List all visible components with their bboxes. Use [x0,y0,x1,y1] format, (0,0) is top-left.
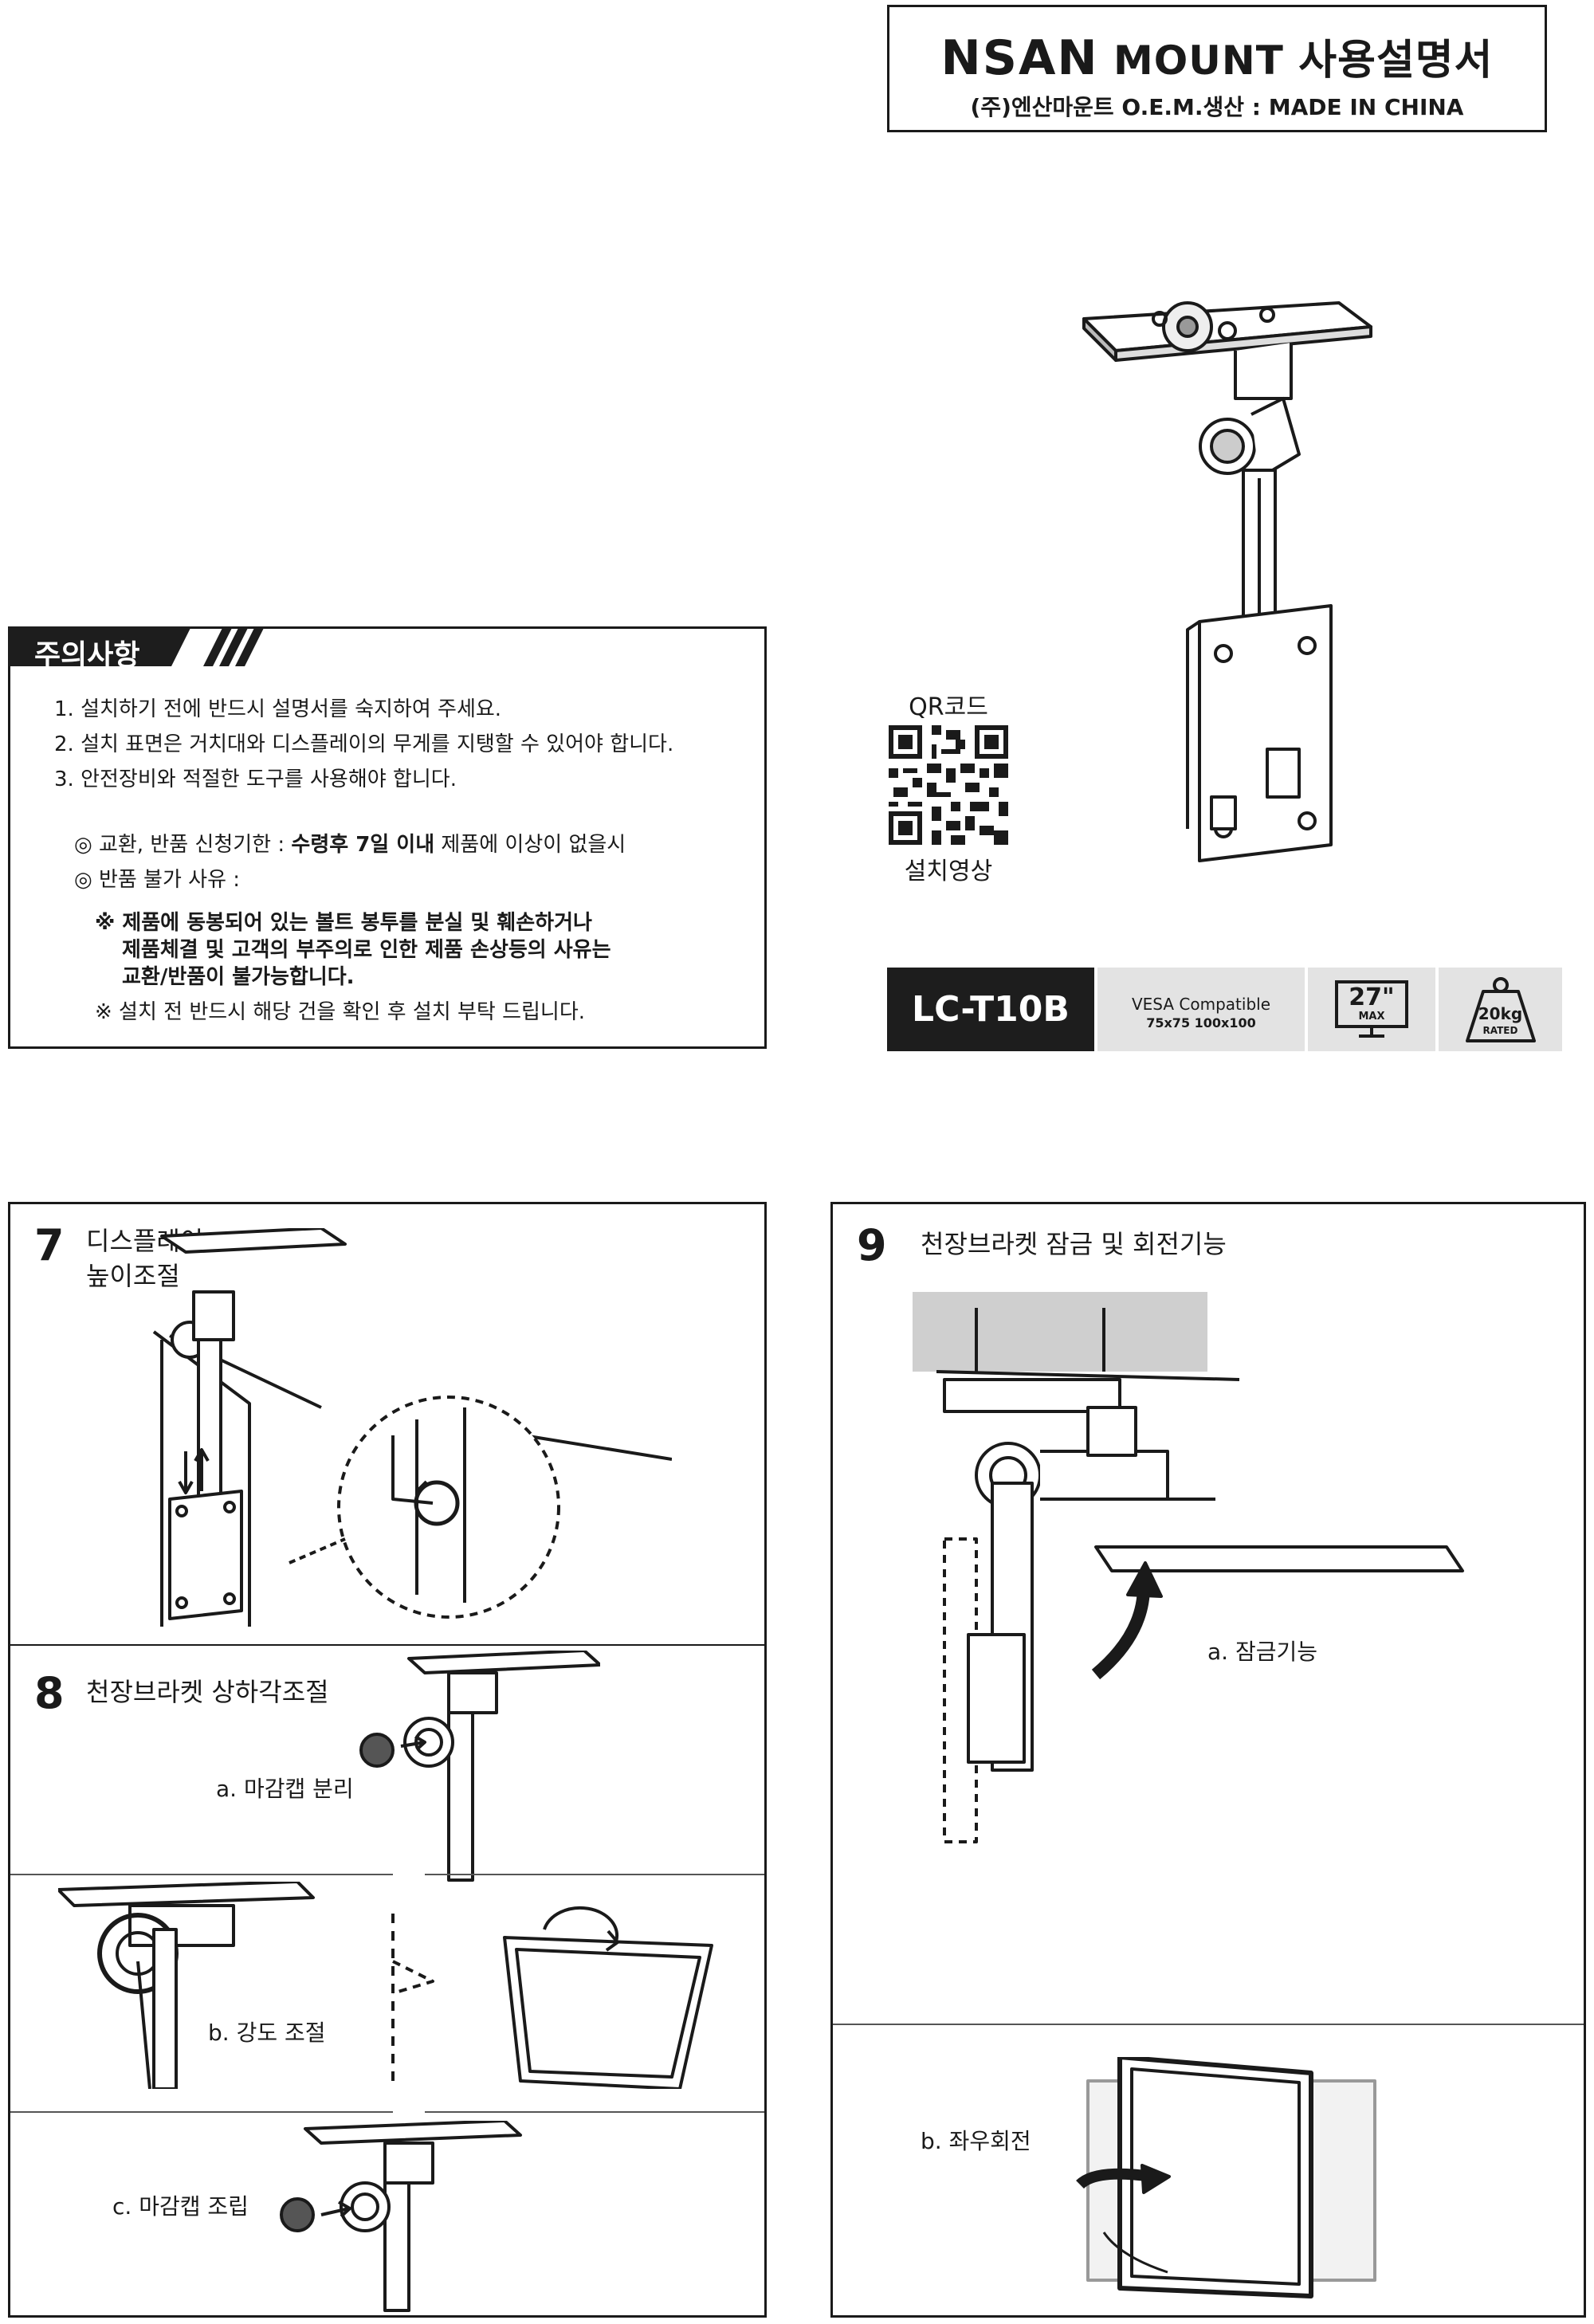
no-return-note-line: ※ 제품에 동봉되어 있는 볼트 봉투를 분실 및 훼손하거나 [95,911,592,935]
weight-label: RATED [1482,1025,1518,1036]
brand-word: MOUNT [1113,37,1284,84]
divider [10,1644,764,1646]
step-8a-label: a. 마감캡 분리 [216,1776,354,1802]
vesa-sizes: 75x75 100x100 [1146,1015,1256,1030]
divider [425,2111,764,2113]
weight-value: 20kg [1478,1004,1523,1023]
header-box: NSAN MOUNT 사용설명서 (주)엔산마운트 O.E.M.생산 : MAD… [887,5,1547,132]
step-7-title-line: 높이조절 [86,1261,180,1291]
step-9b-illustration [1076,2057,1376,2298]
qr-code-icon [889,725,1008,845]
caution-box: 주의사항 1. 설치하기 전에 반드시 설명서를 숙지하여 주세요. 2. 설치… [8,626,767,1049]
step-8b-illustration [58,1882,713,2089]
brand-title: NSAN MOUNT 사용설명서 [889,26,1545,86]
caution-item: 2. 설치 표면은 거치대와 디스플레이의 무게를 지탱할 수 있어야 합니다. [54,732,674,756]
caution-tab [8,626,265,666]
product-illustration [1082,301,1372,862]
model-label: LC-T10B [887,968,1094,1051]
monitor-icon [1335,980,1408,1038]
no-return-note-line: 제품체결 및 고객의 부주의로 인한 제품 손상등의 사유는 [122,938,611,962]
divider [425,1874,764,1875]
maker-line: (주)엔산마운트 O.E.M.생산 : MADE IN CHINA [970,94,1464,120]
manual-title: 사용설명서 [1298,37,1494,84]
divider [10,1874,393,1875]
divider [10,2111,393,2113]
step-8-number: 8 [34,1668,65,1718]
no-return-title: ◎ 반품 불가 사유 : [74,868,241,892]
step-8c-label: c. 마감캡 조립 [112,2193,249,2220]
step-8b-label: b. 강도 조절 [208,2020,326,2046]
step-9b-label: b. 좌우회전 [921,2128,1031,2154]
step-9a-illustration [913,1292,1464,1843]
qr-title: QR코드 [909,693,988,721]
divider [833,2024,1584,2025]
step-7-number: 7 [34,1220,65,1270]
steps-7-8-panel: 7 디스플레이 높이조절 8 천장브라켓 상하각조절 [8,1202,767,2318]
brand-logo: NSAN [940,30,1099,86]
max-size-badge: 27" MAX [1308,968,1435,1051]
step-9-number: 9 [857,1220,887,1270]
max-label: MAX [1358,1011,1385,1023]
return-deadline: ◎ 교환, 반품 신청기한 : 수령후 7일 이내 제품에 이상이 없을시 [74,833,626,857]
vesa-label: VESA Compatible [1131,995,1270,1014]
qr-caption: 설치영상 [904,858,993,885]
weight-icon [1466,977,1536,1042]
no-return-note-line: 교환/반품이 불가능합니다. [122,965,355,989]
caution-title: 주의사항 [34,639,140,672]
step-8-title: 천장브라켓 상하각조절 [86,1677,329,1707]
install-note: ※ 설치 전 반드시 해당 건을 확인 후 설치 부탁 드립니다. [95,1000,586,1024]
step-9a-label: a. 잠금기능 [1207,1639,1317,1665]
step-7-illustration [152,1228,672,1627]
max-size: 27" [1349,983,1395,1011]
step-8c-illustration [280,2121,522,2312]
return-deadline-emphasis: 수령후 7일 이내 [291,833,435,857]
step-8a-illustration [359,1651,600,1882]
step-9-title: 천장브라켓 잠금 및 회전기능 [921,1229,1227,1259]
weight-badge: 20kg RATED [1439,968,1562,1051]
caution-item: 1. 설치하기 전에 반드시 설명서를 숙지하여 주세요. [54,697,502,721]
vesa-badge: VESA Compatible 75x75 100x100 [1097,968,1305,1051]
caution-item: 3. 안전장비와 적절한 도구를 사용해야 합니다. [54,767,457,791]
step-9-panel: 9 천장브라켓 잠금 및 회전기능 a. 잠금기능 b. 좌우회전 [830,1202,1586,2318]
